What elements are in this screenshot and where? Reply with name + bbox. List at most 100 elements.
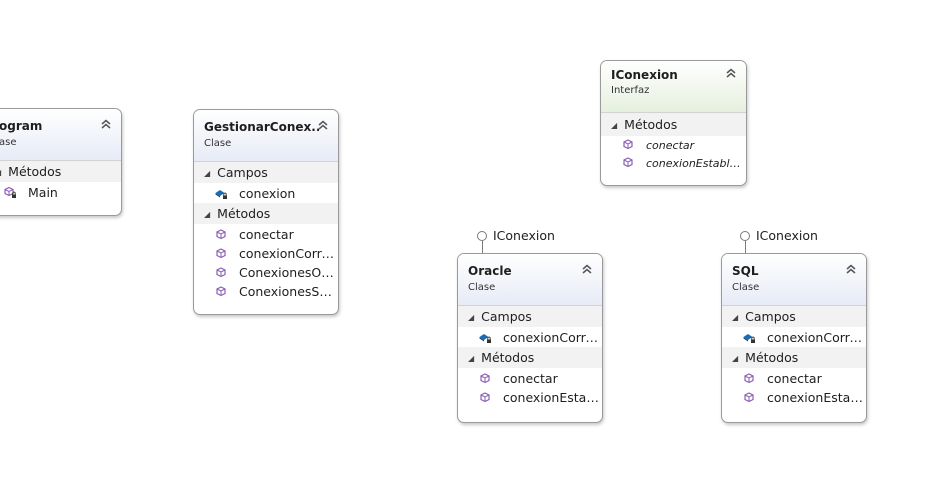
class-name: GestionarConex... — [204, 120, 320, 134]
class-gestionarconexiones[interactable]: GestionarConex... Clase ◢ Campos conexion… — [193, 109, 339, 315]
member-method[interactable]: conectar — [722, 369, 866, 388]
interface-header[interactable]: IConexion Interfaz — [601, 61, 746, 113]
member-name: Main — [28, 185, 58, 200]
member-method[interactable]: conectar — [194, 225, 338, 244]
member-field[interactable]: conexion — [194, 184, 338, 203]
member-name: conexionCorrec... — [239, 246, 338, 261]
expand-triangle-icon[interactable]: ◢ — [204, 210, 211, 219]
class-header[interactable]: Oracle Clase — [458, 254, 602, 306]
class-header[interactable]: GestionarConex... Clase — [194, 110, 338, 162]
member-name: conectar — [503, 371, 558, 386]
interface-lollipop-sql[interactable]: IConexion — [740, 228, 830, 255]
class-name: ogram — [0, 119, 43, 133]
class-stereotype: Clase — [468, 282, 496, 293]
method-icon — [214, 228, 228, 242]
member-name: ConexionesOra... — [239, 265, 338, 280]
member-method[interactable]: Main — [0, 183, 121, 202]
class-oracle[interactable]: Oracle Clase ◢ Campos conexionCorrec... ◢… — [457, 253, 603, 423]
member-method[interactable]: ConexionesSQL — [194, 282, 338, 301]
member-name: conectar — [646, 139, 695, 152]
member-field[interactable]: conexionCorrec... — [458, 328, 602, 347]
expand-triangle-icon[interactable]: ◢ — [732, 313, 739, 322]
interface-stereotype: Interfaz — [611, 85, 650, 96]
expand-triangle-icon[interactable]: ◢ — [204, 169, 211, 178]
lollipop-stem — [481, 241, 483, 255]
expand-triangle-icon[interactable]: ◢ — [732, 354, 739, 363]
expand-triangle-icon[interactable]: ◢ — [611, 121, 618, 130]
member-method[interactable]: conexionEstabl... — [722, 388, 866, 407]
method-icon — [621, 138, 635, 152]
section-label: Campos — [745, 309, 796, 324]
section-label: Campos — [217, 165, 268, 180]
collapse-icon[interactable] — [581, 263, 593, 275]
section-fields[interactable]: ◢ Campos — [722, 306, 866, 328]
member-name: conexionEstabl... — [767, 390, 866, 405]
method-icon — [3, 186, 17, 200]
section-methods[interactable]: ◢ Métodos — [0, 161, 121, 183]
collapse-icon[interactable] — [725, 67, 737, 79]
method-icon — [478, 372, 492, 386]
method-icon — [742, 391, 756, 405]
section-label: Campos — [481, 309, 532, 324]
member-name: conectar — [767, 371, 822, 386]
method-icon — [214, 266, 228, 280]
section-fields[interactable]: ◢ Campos — [458, 306, 602, 328]
field-icon — [214, 187, 228, 201]
member-method[interactable]: conexionCorrec... — [194, 244, 338, 263]
member-method[interactable]: ConexionesOra... — [194, 263, 338, 282]
lollipop-icon — [477, 231, 487, 241]
member-method[interactable]: conexionEstableci... — [601, 155, 746, 173]
member-name: conexion — [239, 186, 296, 201]
class-header[interactable]: ogram ase — [0, 109, 121, 161]
section-methods[interactable]: ◢ Métodos — [458, 347, 602, 369]
interface-lollipop-oracle[interactable]: IConexion — [477, 228, 567, 255]
lollipop-stem — [744, 241, 746, 255]
class-stereotype: ase — [0, 137, 17, 148]
class-program[interactable]: ogram ase ◢ Métodos Main — [0, 108, 122, 216]
section-label: Métodos — [8, 164, 62, 179]
class-name: SQL — [732, 264, 759, 278]
section-label: Métodos — [745, 350, 799, 365]
interface-iconexion[interactable]: IConexion Interfaz ◢ Métodos conectar con… — [600, 60, 747, 186]
member-field[interactable]: conexionCorrec... — [722, 328, 866, 347]
implemented-interface-label: IConexion — [493, 228, 555, 243]
member-method[interactable]: conectar — [458, 369, 602, 388]
implemented-interface-label: IConexion — [756, 228, 818, 243]
class-stereotype: Clase — [732, 282, 760, 293]
section-label: Métodos — [217, 206, 271, 221]
class-header[interactable]: SQL Clase — [722, 254, 866, 306]
expand-triangle-icon[interactable]: ◢ — [0, 162, 1, 184]
method-icon — [742, 372, 756, 386]
member-name: conectar — [239, 227, 294, 242]
method-icon — [214, 247, 228, 261]
method-icon — [214, 285, 228, 299]
member-name: conexionCorrec... — [503, 330, 602, 345]
collapse-icon[interactable] — [845, 263, 857, 275]
member-name: conexionEstableci... — [646, 157, 746, 170]
section-methods[interactable]: ◢ Métodos — [601, 113, 746, 137]
section-label: Métodos — [624, 117, 678, 132]
member-method[interactable]: conectar — [601, 137, 746, 155]
collapse-icon[interactable] — [100, 118, 112, 130]
member-name: conexionEstabl... — [503, 390, 602, 405]
expand-triangle-icon[interactable]: ◢ — [468, 354, 475, 363]
class-stereotype: Clase — [204, 138, 232, 149]
field-icon — [742, 331, 756, 345]
method-icon — [621, 156, 635, 170]
collapse-icon[interactable] — [317, 119, 329, 131]
section-methods[interactable]: ◢ Métodos — [722, 347, 866, 369]
class-sql[interactable]: SQL Clase ◢ Campos conexionCorrec... ◢ Mét… — [721, 253, 867, 423]
member-name: ConexionesSQL — [239, 284, 337, 299]
field-icon — [478, 331, 492, 345]
lollipop-icon — [740, 231, 750, 241]
section-fields[interactable]: ◢ Campos — [194, 162, 338, 184]
section-methods[interactable]: ◢ Métodos — [194, 203, 338, 225]
class-name: Oracle — [468, 264, 512, 278]
member-name: conexionCorrec... — [767, 330, 866, 345]
expand-triangle-icon[interactable]: ◢ — [468, 313, 475, 322]
method-icon — [478, 391, 492, 405]
section-label: Métodos — [481, 350, 535, 365]
interface-name: IConexion — [611, 68, 678, 82]
member-method[interactable]: conexionEstabl... — [458, 388, 602, 407]
